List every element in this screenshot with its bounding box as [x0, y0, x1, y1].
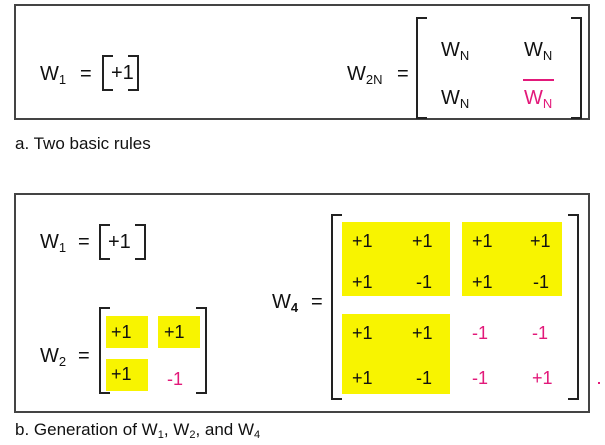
w1-symbol: W — [40, 231, 59, 253]
panel-a-w2n-equals: = — [397, 63, 409, 85]
w4-cell: +1 — [352, 323, 373, 343]
w4-cell-complement: -1 — [472, 368, 489, 388]
w4-cell: -1 — [533, 272, 550, 292]
w4-cell-complement: +1 — [532, 368, 553, 388]
caption-sub-3: 4 — [254, 429, 261, 441]
w4-highlight-bottom-left — [342, 314, 450, 394]
panel-b-w1-right-bracket — [135, 224, 146, 260]
w4-cell: +1 — [530, 231, 551, 251]
w4-cell: +1 — [412, 323, 433, 343]
wn-subscript: N — [459, 48, 470, 63]
panel-b-w2-label: W2 — [40, 346, 66, 372]
panel-b-w2-right-bracket — [196, 307, 207, 394]
w4-cell: +1 — [472, 272, 493, 292]
wn-complement-overline: WN — [522, 79, 555, 114]
caption-mid-2: , and W — [195, 420, 255, 439]
w2-subscript: 2 — [58, 354, 67, 369]
panel-a-wn-top-left: WN — [441, 40, 469, 66]
panel-a-w2n-right-bracket — [571, 17, 582, 119]
panel-b-w2-equals: = — [78, 345, 90, 367]
w4-cell: +1 — [412, 231, 433, 251]
panel-a-box — [14, 4, 590, 120]
w4-subscript: 4 — [291, 300, 298, 315]
panel-a-w1-value: +1 — [111, 62, 134, 84]
panel-a-w1-label: W1 — [40, 64, 66, 90]
panel-a-wn-bottom-left: WN — [441, 88, 469, 114]
w4-cell: -1 — [416, 272, 433, 292]
caption-sub-2: 2 — [189, 429, 196, 441]
panel-a-wn-top-right: WN — [524, 40, 552, 66]
w4-cell: +1 — [352, 272, 373, 292]
w4-highlight-top-right — [462, 222, 562, 296]
w2-highlight-1 — [158, 316, 200, 348]
panel-b-w2-left-bracket — [99, 307, 110, 394]
stray-pink-mark — [598, 382, 600, 384]
panel-b-w4-equals: = — [311, 291, 323, 313]
caption-sub-1: 1 — [157, 429, 164, 441]
w2-cell-complement: -1 — [167, 369, 184, 389]
panel-b-w1-left-bracket — [99, 224, 110, 260]
panel-b-w1-label: W1 — [40, 232, 66, 258]
w2-cell: +1 — [111, 364, 132, 384]
panel-a-w1-equals: = — [80, 63, 92, 85]
panel-a-caption: a. Two basic rules — [15, 134, 151, 153]
panel-a-w1-right-bracket — [128, 55, 139, 91]
panel-b-w4-label: W4 — [272, 292, 298, 318]
panel-b-w4-right-bracket — [568, 214, 579, 400]
panel-b-w1-value: +1 — [108, 231, 131, 253]
w2-highlight-0 — [106, 316, 148, 348]
w2-cell: +1 — [111, 322, 132, 342]
panel-b-w4-left-bracket — [331, 214, 342, 400]
wn-symbol: W — [524, 87, 543, 109]
w2n-symbol: W — [347, 63, 366, 85]
w2-symbol: W — [40, 345, 59, 367]
w4-cell: +1 — [352, 368, 373, 388]
w4-symbol: W — [272, 291, 291, 313]
w4-cell-complement: -1 — [532, 323, 549, 343]
w4-cell: +1 — [352, 231, 373, 251]
wn-subscript: N — [542, 96, 553, 111]
w2-highlight-2 — [106, 359, 148, 391]
panel-a-w2n-label: W2N — [347, 64, 383, 90]
w1-subscript: 1 — [58, 240, 67, 255]
wn-subscript: N — [459, 96, 470, 111]
w2-cell: +1 — [164, 322, 185, 342]
w1-symbol: W — [40, 63, 59, 85]
panel-a-wn-complement: WN — [522, 79, 555, 114]
wn-subscript: N — [542, 48, 553, 63]
panel-b-caption: b. Generation of W1, W2, and W4 — [15, 420, 260, 445]
w1-subscript: 1 — [58, 72, 67, 87]
w2n-subscript: 2N — [365, 72, 383, 87]
panel-a-w2n-left-bracket — [416, 17, 427, 119]
w4-cell: +1 — [472, 231, 493, 251]
panel-a-w1-left-bracket — [102, 55, 113, 91]
w4-subscript-text: 4 — [290, 300, 299, 315]
panel-b-w1-equals: = — [78, 231, 90, 253]
w4-cell: -1 — [416, 368, 433, 388]
caption-mid-1: , W — [163, 420, 190, 439]
w4-highlight-top-left — [342, 222, 450, 296]
wn-symbol: W — [441, 87, 460, 109]
caption-prefix: b. Generation of W — [15, 420, 158, 439]
wn-symbol: W — [441, 39, 460, 61]
wn-symbol: W — [524, 39, 543, 61]
w4-cell-complement: -1 — [472, 323, 489, 343]
